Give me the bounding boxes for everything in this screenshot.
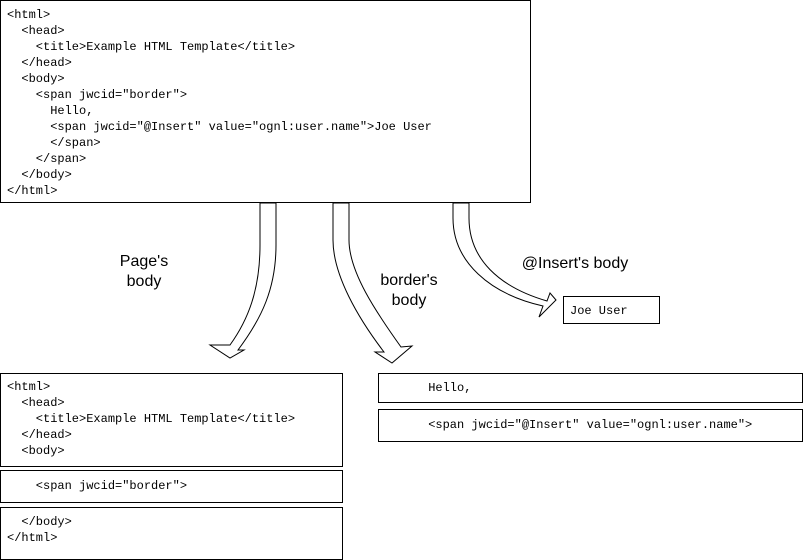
page-body-head-box: <html> <head> <title>Example HTML Templa… [0, 373, 343, 467]
insert-body-box: Joe User [563, 296, 660, 324]
template-source-code: <html> <head> <title>Example HTML Templa… [7, 8, 432, 198]
page-body-arrow [208, 202, 277, 359]
insert-body-arrow [452, 202, 557, 318]
insert-body-label-text: @Insert's body [521, 255, 629, 272]
page-body-tail-code: </body> </html> [7, 515, 72, 545]
page-body-head-code: <html> <head> <title>Example HTML Templa… [7, 380, 296, 458]
border-body-insert-text: <span jwcid="@Insert" value="ognl:user.n… [385, 418, 753, 432]
border-body-arrow [332, 202, 414, 364]
border-body-hello-box: Hello, [378, 373, 803, 403]
page-body-label: Page's body [104, 252, 184, 292]
template-source-box: <html> <head> <title>Example HTML Templa… [0, 0, 531, 203]
page-body-label-text: Page's body [119, 253, 169, 290]
border-body-hello-text: Hello, [385, 381, 472, 395]
page-body-span-code: <span jwcid="border"> [7, 479, 188, 493]
insert-body-text: Joe User [570, 304, 628, 318]
border-body-label: border's body [369, 271, 449, 311]
border-body-label-text: border's body [380, 272, 438, 309]
page-body-tail-box: </body> </html> [0, 507, 343, 560]
insert-body-label: @Insert's body [510, 254, 640, 274]
page-body-span-box: <span jwcid="border"> [0, 470, 343, 503]
border-body-insert-box: <span jwcid="@Insert" value="ognl:user.n… [378, 409, 803, 442]
